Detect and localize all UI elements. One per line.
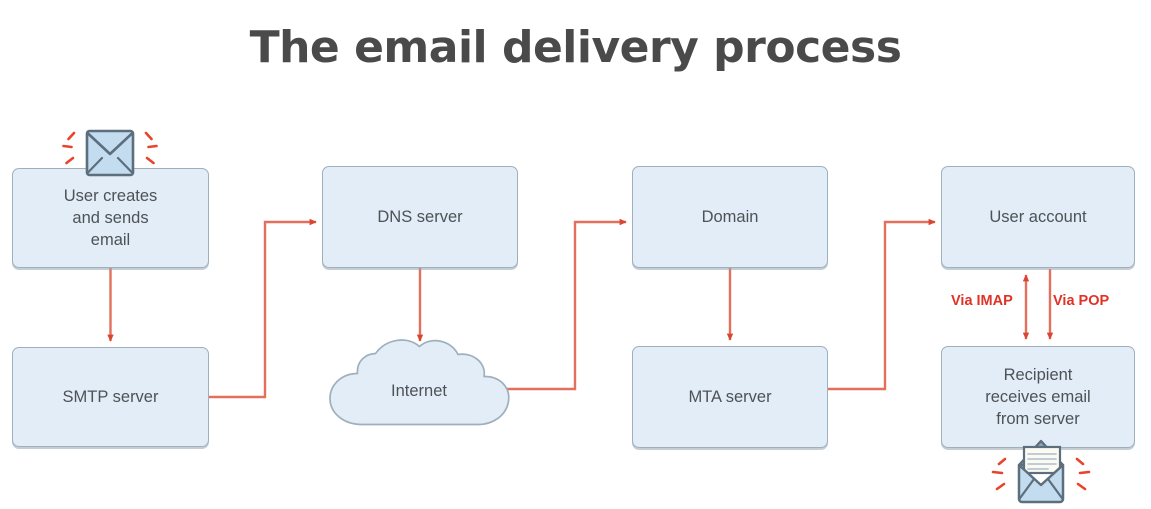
envelope-open-icon	[985, 435, 1097, 507]
node-internet-cloud[interactable]: Internet	[318, 330, 520, 452]
node-label: User account	[989, 208, 1087, 226]
envelope-closed-icon	[62, 127, 158, 183]
node-label: Recipient receives email from server	[985, 366, 1091, 428]
connector-label-imap: Via IMAP	[951, 293, 1013, 309]
node-recipient-receives-email[interactable]: Recipient receives email from server	[941, 346, 1135, 448]
connector-smtp-to-dns	[209, 218, 317, 399]
node-mta-server[interactable]: MTA server	[632, 346, 828, 448]
page-title: The email delivery process	[249, 22, 902, 73]
node-label: DNS server	[377, 208, 463, 226]
spark-right	[1075, 457, 1091, 491]
letter-lines	[1027, 453, 1057, 470]
node-label: User creates and sends email	[63, 187, 158, 249]
node-user-account[interactable]: User account	[941, 166, 1135, 268]
node-label: Domain	[701, 208, 759, 226]
connector-label-pop: Via POP	[1053, 293, 1110, 309]
node-label: Internet	[391, 382, 447, 400]
node-user-creates-and-sends-email[interactable]: User creates and sends email	[12, 168, 209, 268]
node-label: MTA server	[688, 388, 772, 406]
cloud-shape	[329, 339, 510, 426]
spark-right	[144, 131, 158, 165]
node-smtp-server[interactable]: SMTP server	[12, 347, 209, 447]
connector-mta-to-user-account	[828, 218, 936, 391]
node-label: SMTP server	[62, 388, 159, 406]
spark-left	[62, 131, 76, 165]
spark-left	[991, 457, 1007, 491]
node-dns-server[interactable]: DNS server	[322, 166, 518, 268]
node-domain[interactable]: Domain	[632, 166, 828, 268]
